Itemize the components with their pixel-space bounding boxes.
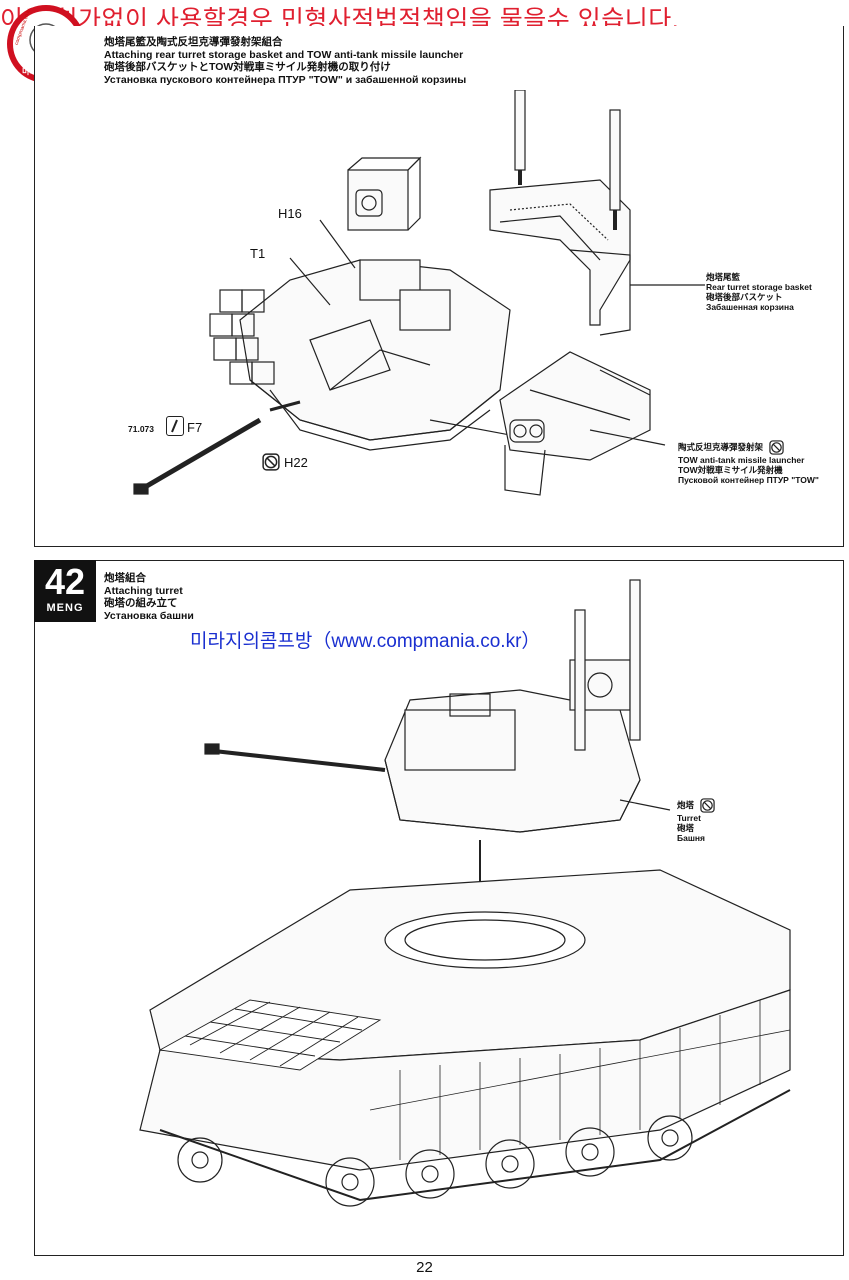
step-42-header: 炮塔組合 Attaching turret 砲塔の組み立て Установка … (104, 572, 194, 622)
turret-exploded-drawing (133, 90, 705, 496)
turret-label-cn: 炮塔 (677, 799, 695, 810)
step-41-title-en: Attaching rear turret storage basket and… (104, 48, 464, 61)
tow-label-en: TOW anti-tank missile launcher (678, 455, 805, 465)
part-label-f7: F7 (187, 420, 203, 435)
step-41-header: 炮塔尾籃及陶式反坦克導彈發射架組合 Attaching rear turret … (104, 36, 466, 86)
turret-label-jp: 砲塔 (677, 823, 695, 833)
basket-label-ru: Забашенная корзина (706, 302, 794, 312)
brand-logo: MENG (46, 602, 84, 614)
basket-label-cn: 炮塔尾籃 (706, 272, 741, 282)
part-label-h16: H16 (278, 206, 302, 221)
site-watermark: 미라지의콤프방（www.compmania.co.kr） (190, 631, 541, 652)
step-42-title-jp: 砲塔の組み立て (104, 597, 178, 609)
turret-hull-drawing (139, 579, 791, 1207)
tow-label-ru: Пусковой контейнер ПТУР "TOW" (678, 475, 819, 485)
cement-prohibited-icon (262, 453, 280, 471)
tow-callout: 陶式反坦克導彈發射架 TOW anti-tank missile launche… (678, 440, 819, 485)
paint-brush-icon (166, 416, 184, 436)
tow-label-cn: 陶式反坦克導彈發射架 (678, 441, 764, 452)
basket-callout: 炮塔尾籃 Rear turret storage basket 砲塔後部バスケッ… (706, 272, 812, 312)
step-42-title-ru: Установка башни (104, 609, 194, 622)
step-42-title-en: Attaching turret (104, 584, 183, 597)
step-42-badge: 42 MENG (34, 560, 96, 622)
basket-label-en: Rear turret storage basket (706, 282, 812, 292)
turret-cement-prohibited-icon (700, 798, 716, 813)
paint-code-label: 71.073 (128, 424, 154, 434)
part-label-h22: H22 (284, 455, 308, 470)
step-42-title-cn: 炮塔組合 (104, 572, 146, 584)
page-number: 22 (416, 1259, 433, 1276)
step-number: 42 (44, 561, 86, 602)
turret-label-ru: Башня (677, 833, 706, 843)
part-label-t1: T1 (250, 246, 266, 261)
turret-label-en: Turret (677, 813, 701, 823)
tow-label-jp: TOW対戦車ミサイル発射機 (678, 465, 783, 475)
step-41-title-cn: 炮塔尾籃及陶式反坦克導彈發射架組合 (104, 36, 283, 48)
step-41-title-jp: 砲塔後部バスケットとTOW対戦車ミサイル発射機の取り付け (104, 61, 391, 73)
basket-label-jp: 砲塔後部バスケット (706, 292, 783, 302)
turret-callout: 炮塔 Turret 砲塔 Башня (677, 798, 716, 843)
tow-cement-prohibited-icon (769, 440, 785, 455)
step-41-title-ru: Установка пускового контейнера ПТУР "TOW… (104, 73, 467, 86)
